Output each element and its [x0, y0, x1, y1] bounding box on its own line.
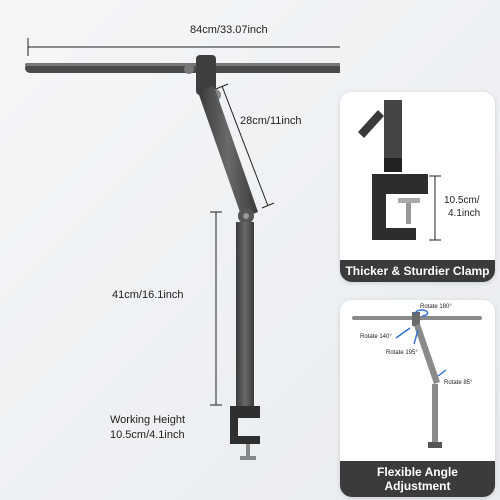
clamp-detail-panel: 10.5cm/ 4.1inch Thicker & Sturdier Clamp	[340, 92, 495, 282]
lower-arm-dimension-line	[210, 211, 222, 406]
clamp-dimension-line2: 4.1inch	[448, 208, 481, 219]
lower-arm-length-label: 41cm/16.1inch	[112, 289, 184, 301]
angle-caption-line1: Flexible Angle	[377, 465, 458, 479]
desk-clamp	[230, 406, 260, 460]
rotate-195-label: Rotate 195°	[386, 350, 418, 356]
width-dimension-line	[27, 38, 340, 56]
lamp-illustration	[25, 38, 340, 460]
working-height-value: 10.5cm/4.1inch	[110, 429, 185, 441]
top-joint	[196, 55, 216, 95]
upper-arm	[198, 86, 258, 218]
lower-arm	[236, 222, 254, 410]
clamp-caption: Thicker & Sturdier Clamp	[340, 260, 495, 282]
working-height-label: Working Height	[110, 414, 185, 426]
rotate-140-label: Rotate 140°	[360, 334, 392, 340]
angle-caption-line2: Adjustment	[384, 479, 451, 493]
angle-illustration	[352, 309, 482, 448]
rotate-180-label: Rotate 180°	[420, 304, 452, 310]
upper-arm-length-label: 28cm/11inch	[240, 115, 302, 127]
rotate-85-label: Rotate 85°	[444, 380, 473, 386]
rotate-arrows	[395, 309, 447, 377]
clamp-closeup	[358, 100, 441, 241]
angle-caption: Flexible Angle Adjustment	[340, 461, 495, 497]
clamp-dimension-line1: 10.5cm/	[444, 195, 480, 206]
total-width-label: 84cm/33.07inch	[190, 24, 268, 36]
angle-panel: Rotate 180° Rotate 140° Rotate 195° Rota…	[340, 300, 495, 497]
upper-arm-dimension-line	[215, 83, 275, 209]
